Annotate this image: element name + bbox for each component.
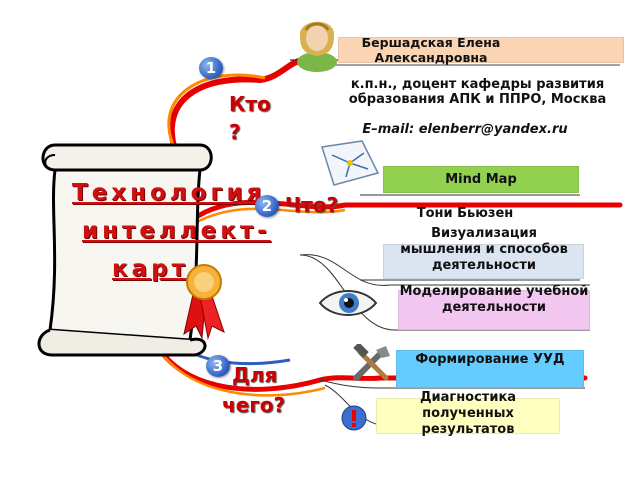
visualization-box bbox=[383, 244, 584, 279]
author-email: E–mail: elenberr@yandex.ru bbox=[362, 122, 568, 137]
ribbon-award-icon bbox=[183, 264, 225, 340]
map-icon bbox=[321, 140, 380, 186]
mind-map-label: Mind Map bbox=[445, 172, 517, 187]
diagnostics-box bbox=[376, 398, 560, 434]
mind-map-box bbox=[383, 166, 579, 193]
modeling-box bbox=[398, 290, 590, 330]
author-tony-buzan: Тони Бьюзен bbox=[416, 206, 514, 221]
diagnostics-label: Диагностика полученных результатов bbox=[419, 390, 517, 437]
author-name: Бершадская Елена Александровна bbox=[361, 35, 501, 65]
why-label-line1: Для bbox=[232, 363, 278, 387]
scroll-title-line3: карт bbox=[112, 256, 189, 282]
why-label-line2: чего? bbox=[222, 393, 286, 417]
visualization-label: Визуализация мышления и способов деятель… bbox=[400, 226, 568, 273]
who-question-mark: ? bbox=[229, 120, 241, 144]
eye-icon bbox=[318, 290, 378, 316]
branch-number-1: 1 bbox=[199, 57, 223, 79]
scroll-icon bbox=[37, 143, 213, 357]
person-icon bbox=[297, 21, 337, 72]
uud-label: Формирование УУД bbox=[415, 352, 565, 367]
author-details: к.п.н., доцент кафедры развития образова… bbox=[348, 77, 607, 107]
uud-box bbox=[396, 350, 584, 388]
branch-number-2: 2 bbox=[255, 195, 279, 217]
warning-icon bbox=[341, 405, 367, 431]
what-label: Что? bbox=[285, 193, 339, 217]
author-name-box bbox=[338, 37, 624, 63]
who-label: Кто bbox=[229, 92, 271, 116]
modeling-label: Моделирование учебной деятельности bbox=[399, 284, 589, 315]
tools-icon bbox=[353, 344, 390, 381]
scroll-title-line2: интеллект- bbox=[82, 218, 271, 244]
branch-number-3: 3 bbox=[206, 355, 230, 377]
scroll-title-line1: Технология bbox=[72, 180, 266, 206]
